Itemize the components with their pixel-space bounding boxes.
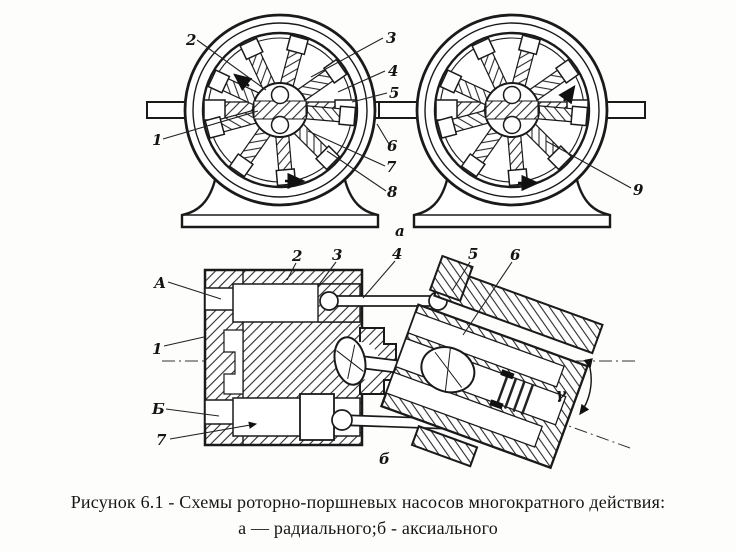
part-label-3: 3 [386,29,396,47]
part-label-9: 9 [633,181,644,199]
rotation-arrow-icon [233,73,253,92]
rod-ball-end [331,409,353,431]
part-label-5b: 5 [468,245,478,263]
port-B [204,399,235,425]
spring-cap [500,369,515,380]
part-label-1: 1 [152,131,162,149]
tilt-angle-label: γ [556,385,567,403]
rotation-arrow-icons [233,73,576,192]
bottom-piston [299,393,335,441]
sublabel-b: б [379,450,390,468]
valve-plate-elbow [428,254,474,303]
barrel-bore-top [407,311,565,388]
part-label-5: 5 [389,84,399,102]
tilt-angle-dimension [579,358,593,416]
caption-line-2: а — радиального;б - аксиального [238,517,498,538]
part-label-1b: 1 [152,340,162,358]
spring-pack [495,375,535,416]
rod-ball-end [319,291,339,311]
part-label-7b: 7 [156,431,167,449]
pump-schematic-figure: 2 3 4 5 6 7 8 1 9 а [145,13,647,470]
axial-leader-lines [163,260,513,440]
part-label-2: 2 [185,31,196,49]
block-foot [410,424,479,468]
valve-step-notch [223,329,244,395]
part-label-4b: 4 [392,245,402,263]
spring-cap [489,399,504,410]
caption-line-1: Рисунок 6.1 - Схемы роторно-поршневых на… [70,492,666,512]
part-label-7: 7 [386,158,397,176]
part-label-8: 8 [387,183,398,201]
tilted-cylinder-block [379,254,604,470]
part-label-2b: 2 [291,247,302,265]
rotation-arrow-icon [558,85,576,105]
part-label-A: А [153,274,166,292]
top-piston-rod [328,295,440,307]
part-label-B: Б [151,400,165,418]
radial-leader-lines [162,37,632,192]
main-ball-joint [333,336,367,386]
radial-pump-right-wheel [377,13,647,229]
part-label-6: 6 [387,137,398,155]
barrel-bore-bottom [385,371,544,448]
part-label-4: 4 [388,62,398,80]
figure-caption: Рисунок 6.1 - Схемы роторно-поршневых на… [0,490,736,541]
sublabel-a: а [395,222,405,240]
part-label-6b: 6 [510,246,521,264]
part-label-3b: 3 [332,246,342,264]
axial-pump-section: А 1 Б 7 2 3 4 5 6 γ б [151,245,638,470]
